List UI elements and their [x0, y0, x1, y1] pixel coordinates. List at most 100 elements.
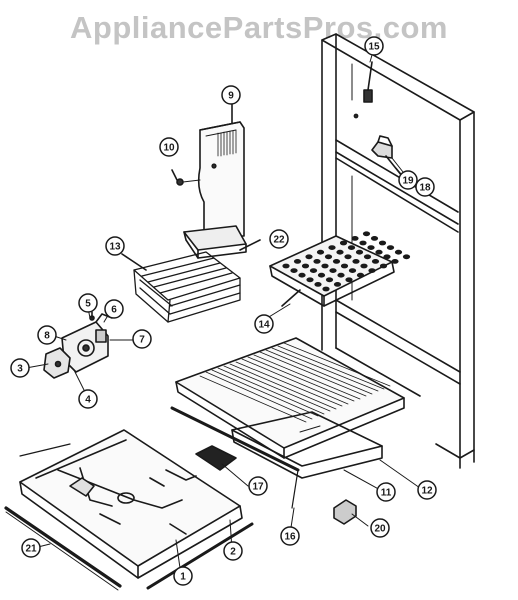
part-15-clip: [353, 61, 373, 119]
callout-label: 3: [17, 364, 23, 375]
callout-label: 22: [273, 235, 285, 246]
callout-label: 2: [230, 547, 236, 558]
callout-circle: [78, 389, 98, 409]
callout-circle: [415, 177, 435, 197]
ice-cell: [306, 277, 314, 283]
callout-circle: [10, 358, 30, 378]
callout-circle: [269, 229, 289, 249]
watermark-text: AppliancePartsPros.com: [70, 10, 448, 45]
ice-cell: [402, 254, 411, 260]
callout-8: 8: [37, 325, 57, 345]
callout-circle: [37, 325, 57, 345]
callout-label: 13: [109, 242, 121, 253]
ice-cell: [313, 259, 321, 264]
ice-cell: [347, 245, 356, 251]
callout-11: 11: [376, 482, 396, 502]
ice-cell: [317, 272, 326, 278]
callout-label: 16: [284, 532, 296, 543]
part-1-crisper-pan: [19, 429, 243, 579]
callout-13: 13: [105, 236, 125, 256]
ice-cell: [383, 254, 391, 260]
ice-cell: [371, 259, 380, 264]
callout-2: 2: [223, 541, 243, 561]
ice-cell: [379, 263, 388, 269]
callout-label: 21: [25, 544, 37, 555]
callout-10: 10: [159, 137, 179, 157]
part-16-trim: [170, 406, 300, 509]
ice-cell: [325, 277, 334, 283]
ice-cell: [368, 268, 376, 273]
ice-cell: [355, 249, 364, 255]
ice-cell: [328, 245, 336, 251]
ice-cell: [360, 263, 368, 269]
ice-cell: [290, 268, 298, 273]
callout-label: 20: [374, 524, 386, 535]
ice-cell: [316, 249, 325, 255]
callout-7: 7: [132, 329, 152, 349]
callout-circle: [364, 36, 384, 56]
callout-circle: [398, 170, 418, 190]
callout-label: 10: [163, 143, 175, 154]
callout-18: 18: [415, 177, 435, 197]
ice-cell: [359, 240, 367, 246]
callout-circle: [248, 476, 268, 496]
part-9-panel: [197, 103, 245, 243]
callout-label: 12: [421, 486, 433, 497]
ice-cell: [332, 259, 341, 264]
callout-circle: [104, 299, 124, 319]
callout-circle: [280, 526, 300, 546]
callout-label: 17: [252, 482, 264, 493]
ice-cell: [336, 249, 344, 255]
ice-cell: [322, 286, 330, 292]
ice-cell: [340, 263, 349, 269]
callout-label: 6: [111, 305, 117, 316]
callout-label: 8: [44, 331, 50, 342]
ice-cell: [378, 240, 387, 246]
ice-cell: [363, 254, 372, 260]
part-21-rail: [4, 506, 122, 591]
part-2-rail: [19, 443, 254, 590]
ice-cell: [356, 272, 365, 278]
callout-1: 1: [173, 566, 193, 586]
ice-cell: [314, 282, 322, 287]
ice-cell: [298, 272, 306, 278]
ice-cell: [324, 254, 333, 260]
control-assembly: [43, 311, 113, 379]
callout-circle: [78, 293, 98, 313]
callout-4: 4: [78, 389, 98, 409]
callout-12: 12: [417, 480, 437, 500]
ice-cell: [305, 254, 313, 260]
part-14-ice-tray: [269, 231, 411, 307]
ice-cell: [309, 268, 318, 273]
callout-16: 16: [280, 526, 300, 546]
cabinet-outline: [321, 33, 475, 469]
part-17-bracket: [195, 445, 237, 471]
callout-label: 15: [368, 42, 380, 53]
callout-label: 14: [258, 320, 270, 331]
callout-label: 9: [228, 91, 234, 102]
ice-cell: [367, 245, 375, 251]
ice-cell: [321, 263, 329, 269]
ice-cell: [362, 231, 371, 237]
ice-cell: [345, 277, 353, 283]
callout-9: 9: [221, 85, 241, 105]
callout-circle: [254, 314, 274, 334]
callout-6: 6: [104, 299, 124, 319]
ice-cell: [337, 272, 345, 278]
callout-circle: [376, 482, 396, 502]
callout-label: 4: [85, 395, 91, 406]
callout-20: 20: [370, 518, 390, 538]
callout-17: 17: [248, 476, 268, 496]
callout-19: 19: [398, 170, 418, 190]
ice-cell: [391, 259, 399, 264]
part-22-base: [183, 225, 261, 259]
callout-circle: [173, 566, 193, 586]
part-13-wire-shelf: [121, 251, 241, 323]
callout-5: 5: [78, 293, 98, 313]
ice-cell: [282, 263, 290, 269]
callout-circle: [132, 329, 152, 349]
callout-15: 15: [364, 36, 384, 56]
part-10-screw: [171, 169, 201, 186]
callout-14: 14: [254, 314, 274, 334]
